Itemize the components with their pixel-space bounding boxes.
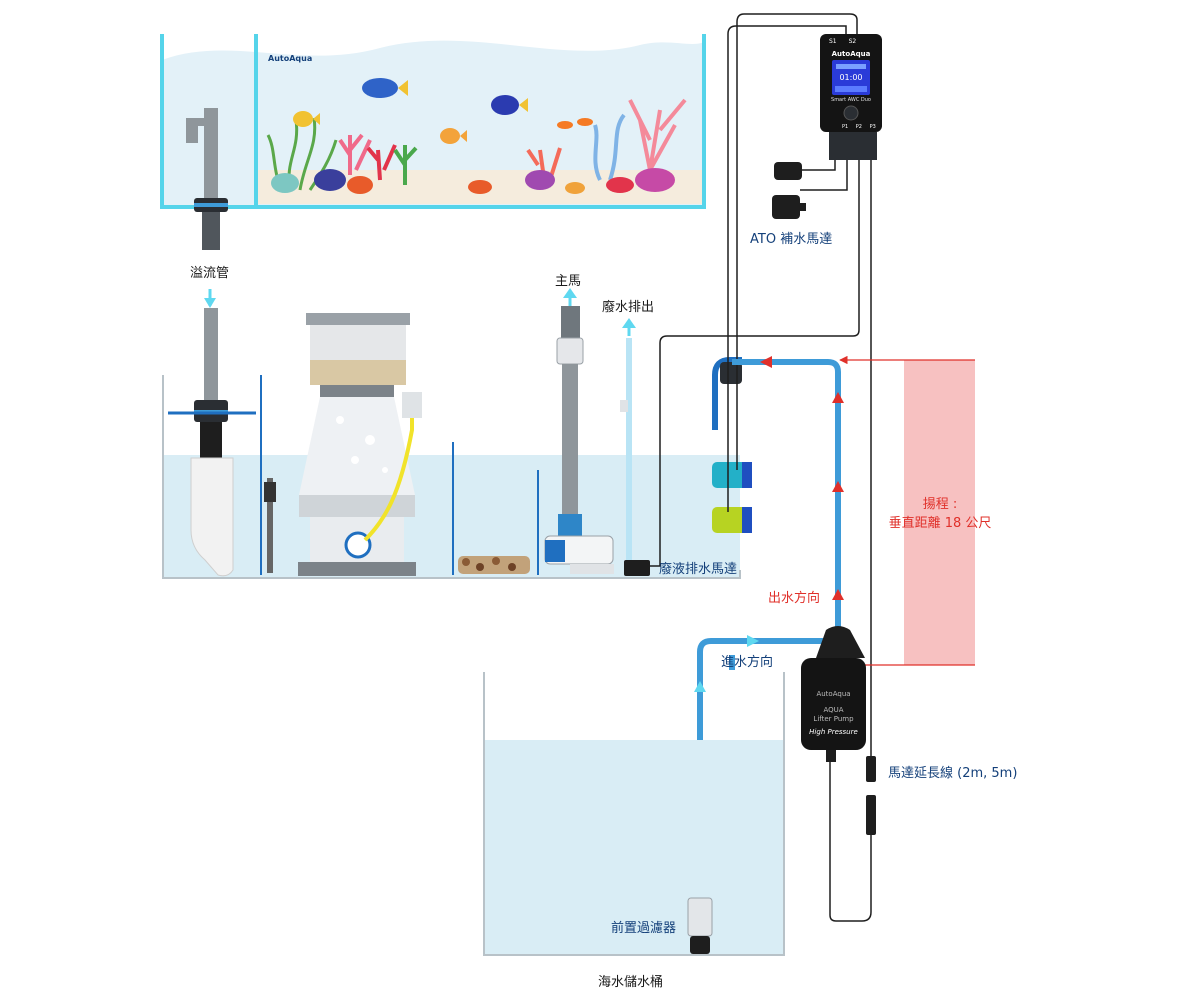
lifter-line1: AQUA (801, 706, 866, 714)
outflow-direction-label: 出水方向 (768, 587, 820, 606)
outflow-arrows (760, 356, 844, 600)
port-p3-label: P3 (870, 124, 876, 130)
inflow-direction-label: 進水方向 (721, 651, 773, 670)
port-p2-label: P2 (856, 124, 862, 130)
extension-cable-label: 馬達延長線 (2m, 5m) (888, 762, 1017, 781)
protein-skimmer (298, 313, 422, 576)
port-s2-label: S2 (849, 38, 857, 45)
controller-bottom-ports: P1 P2 P3 (842, 124, 876, 130)
controller-top-ports: S1 S2 (829, 38, 873, 45)
level-sensors (712, 360, 752, 533)
reservoir-label: 海水儲水桶 (598, 971, 663, 990)
prefilter (688, 898, 712, 954)
overflow-pipe-label: 溢流管 (190, 262, 229, 281)
lifter-line2: Lifter Pump (801, 715, 866, 723)
waste-out-label: 廢水排出 (602, 296, 654, 315)
lifter-logo: AutoAqua (801, 690, 866, 698)
head-height-value: 垂直距離 18 公尺 (870, 512, 1010, 531)
extension-cable-plug (866, 756, 876, 835)
port-p1-label: P1 (842, 124, 848, 130)
display-tank-logo: AutoAqua (268, 54, 312, 63)
waste-pump-label: 廢液排水馬達 (659, 558, 737, 577)
controller-logo: AutoAqua (820, 50, 882, 58)
controller-model-name: Smart AWC Duo (820, 97, 882, 103)
main-pump-label: 主馬 (555, 270, 581, 289)
port-s1-label: S1 (829, 38, 837, 45)
lifter-line3: High Pressure (801, 728, 866, 736)
rock-rubble (458, 556, 530, 574)
head-height-title: 揚程 : (880, 493, 1000, 512)
seawater-reservoir (484, 672, 784, 955)
prefilter-label: 前置過濾器 (611, 917, 676, 936)
sump (163, 375, 740, 578)
controller-display-time: 01:00 (832, 73, 870, 82)
ato-pump-label: ATO 補水馬達 (750, 228, 832, 247)
